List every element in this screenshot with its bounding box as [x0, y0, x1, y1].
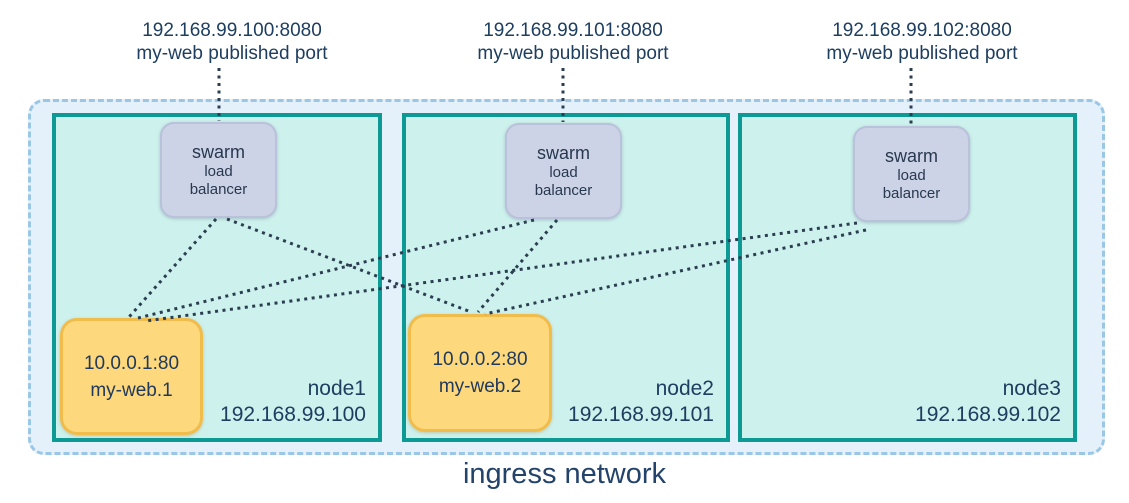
lb-line-2: load [204, 162, 233, 180]
task-address: 10.0.0.2:80 [432, 349, 528, 370]
load-balancer-box-1: swarm load balancer [160, 122, 277, 218]
published-port-address: 192.168.99.100:8080 [142, 20, 322, 41]
published-port-caption: my-web published port [826, 43, 1018, 64]
load-balancer-box-2: swarm load balancer [505, 123, 622, 219]
node-label-1: node1 192.168.99.100 [220, 376, 366, 428]
published-port-caption: my-web published port [136, 43, 328, 64]
published-port-address: 192.168.99.102:8080 [832, 20, 1012, 41]
lb-line-1: swarm [885, 145, 938, 166]
load-balancer-box-3: swarm load balancer [853, 126, 970, 222]
node-name: node1 [307, 377, 366, 400]
published-port-address: 192.168.99.101:8080 [483, 20, 663, 41]
node-ip: 192.168.99.100 [220, 403, 366, 426]
lb-line-2: load [897, 166, 926, 184]
node-name: node3 [1002, 377, 1061, 400]
task-name: my-web.1 [90, 379, 173, 401]
published-port-caption: my-web published port [477, 43, 669, 64]
node-label-3: node3 192.168.99.102 [915, 376, 1061, 428]
task-box-my-web-2: 10.0.0.2:80 my-web.2 [408, 314, 552, 432]
lb-line-3: balancer [189, 180, 248, 198]
lb-line-1: swarm [192, 141, 245, 162]
task-box-my-web-1: 10.0.0.1:80 my-web.1 [60, 318, 203, 435]
node-label-2: node2 192.168.99.101 [568, 376, 714, 428]
published-port-label-1: 192.168.99.100:8080 my-web published por… [82, 19, 382, 65]
node-ip: 192.168.99.102 [915, 403, 1061, 426]
task-address: 10.0.0.1:80 [83, 352, 180, 374]
lb-line-3: balancer [534, 181, 593, 199]
ingress-network-caption: ingress network [462, 458, 667, 490]
lb-line-2: load [549, 163, 578, 181]
lb-line-1: swarm [537, 142, 590, 163]
task-name: my-web.2 [438, 376, 522, 397]
node-name: node2 [655, 377, 714, 400]
published-port-label-2: 192.168.99.101:8080 my-web published por… [423, 19, 723, 65]
published-port-label-3: 192.168.99.102:8080 my-web published por… [772, 19, 1072, 65]
lb-line-3: balancer [882, 184, 941, 202]
node-ip: 192.168.99.101 [568, 403, 714, 426]
